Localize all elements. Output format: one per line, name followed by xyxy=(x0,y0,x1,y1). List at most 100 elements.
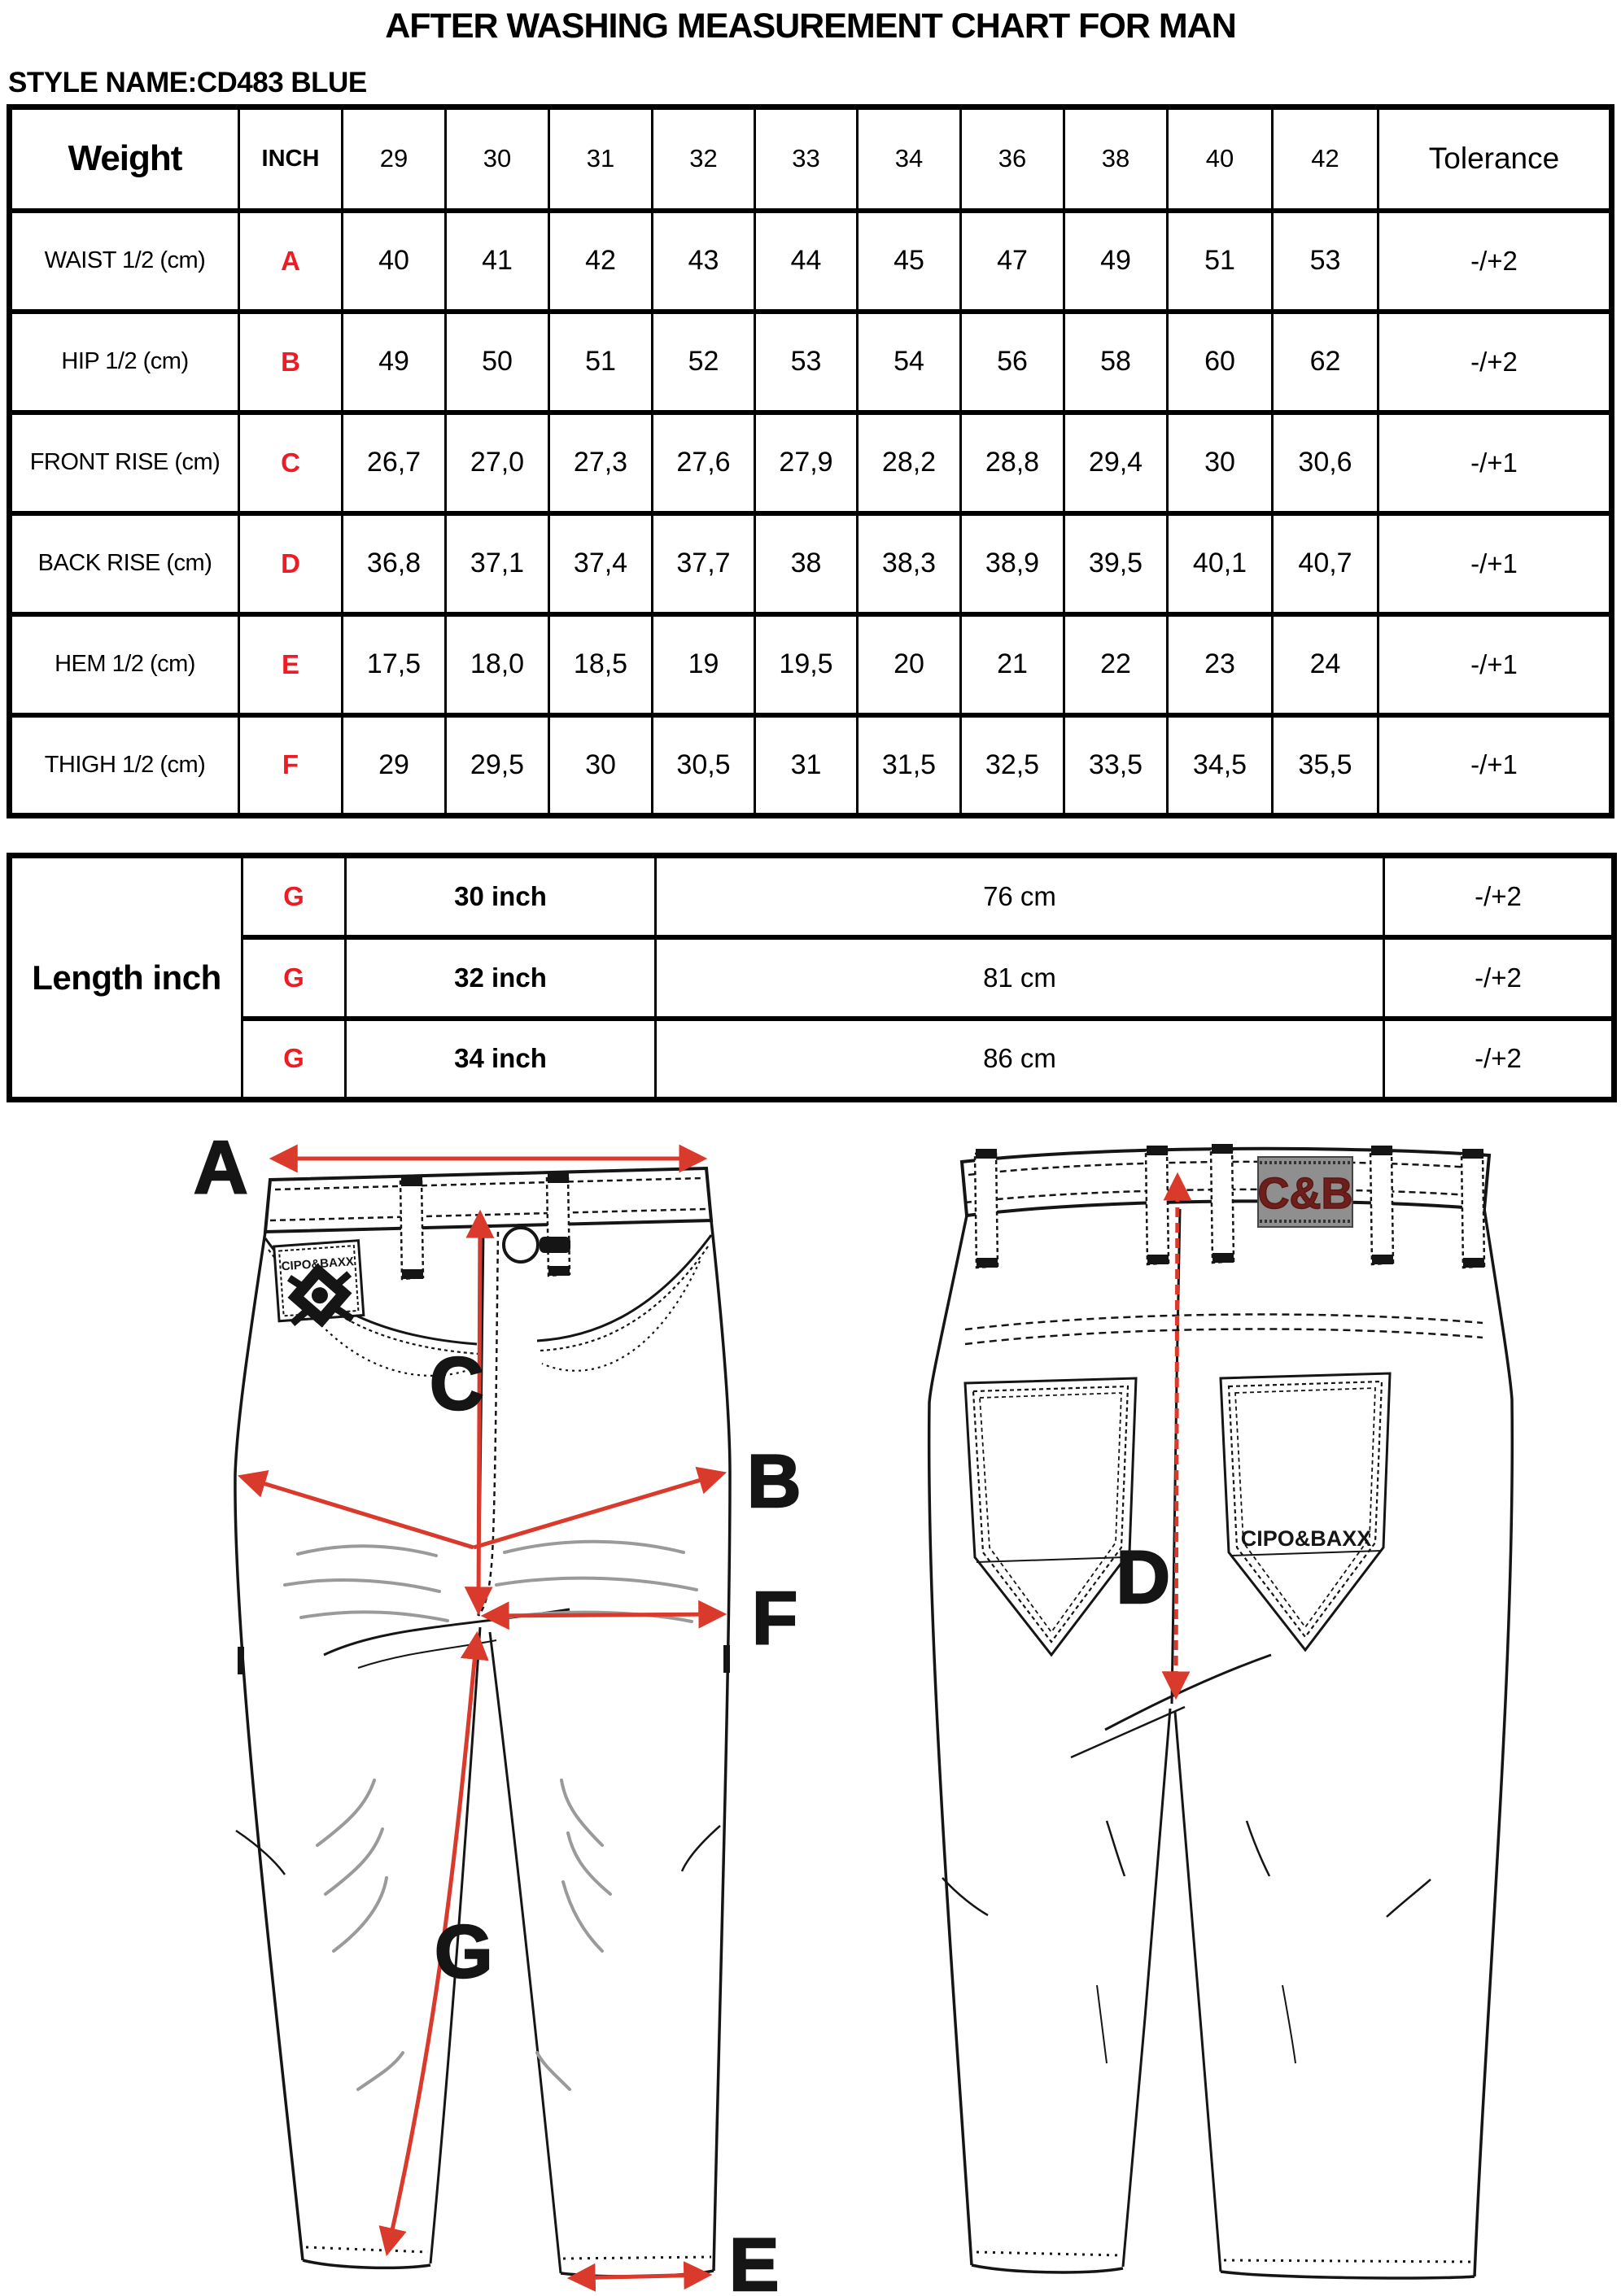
size-cell: 30,5 xyxy=(651,712,756,818)
front-letter-b: B xyxy=(747,1440,801,1523)
row-label: WAIST 1/2 (cm) xyxy=(8,207,240,314)
row-label: FRONT RISE (cm) xyxy=(8,409,240,516)
size-cell: 24 xyxy=(1271,611,1379,718)
size-cell: 30,6 xyxy=(1271,409,1379,516)
size-cell: 19 xyxy=(651,611,756,718)
size-cell: 27,3 xyxy=(548,409,653,516)
size-cell: 40,1 xyxy=(1166,510,1274,617)
size-cell: 33,5 xyxy=(1063,712,1169,818)
table-row-waist: WAIST 1/2 (cm) A 40 41 42 43 44 45 47 49… xyxy=(8,207,1613,314)
size-cell: 35,5 xyxy=(1271,712,1379,818)
size-cell: 27,0 xyxy=(444,409,550,516)
wrinkle-lines xyxy=(283,1539,698,2091)
length-cm-cell: 86 cm xyxy=(654,1015,1385,1102)
row-letter: G xyxy=(241,934,347,1021)
size-cell: 50 xyxy=(444,308,550,415)
crease-line xyxy=(1386,1879,1431,1918)
length-cm-cell: 81 cm xyxy=(654,934,1385,1021)
crease-line xyxy=(942,1877,989,1917)
page-title: AFTER WASHING MEASUREMENT CHART FOR MAN xyxy=(385,7,1237,46)
back-letter-d: D xyxy=(1116,1536,1170,1619)
belt-loop xyxy=(973,1144,1486,1269)
yoke-stitch xyxy=(964,1313,1483,1331)
size-cell: 53 xyxy=(1271,207,1379,314)
size-cell: 51 xyxy=(1166,207,1274,314)
size-cell: 49 xyxy=(1063,207,1169,314)
front-outline: CIPO&BAXX xyxy=(234,1166,732,2278)
size-cell: 40,7 xyxy=(1271,510,1379,617)
tolerance-cell: -/+1 xyxy=(1377,409,1613,516)
crease-line xyxy=(1104,1653,1272,1731)
table-row-hem: HEM 1/2 (cm) E 17,5 18,0 18,5 19 19,5 20… xyxy=(8,611,1613,718)
tolerance-cell: -/+1 xyxy=(1377,510,1613,617)
size-cell: 20 xyxy=(856,611,962,718)
jeans-front-drawing: CIPO&BAXX xyxy=(193,1125,802,2296)
size-cell: 34,5 xyxy=(1166,712,1274,818)
size-cell: 38,9 xyxy=(959,510,1065,617)
size-cell: 58 xyxy=(1063,308,1169,415)
header-size: 42 xyxy=(1271,104,1379,213)
size-cell: 26,7 xyxy=(341,409,447,516)
tolerance-cell: -/+1 xyxy=(1377,712,1613,818)
header-weight: Weight xyxy=(8,104,240,213)
size-cell: 47 xyxy=(959,207,1065,314)
row-letter: A xyxy=(238,207,343,314)
size-cell: 17,5 xyxy=(341,611,447,718)
length-cm-cell: 76 cm xyxy=(654,853,1385,940)
size-cell: 44 xyxy=(754,207,859,314)
crease-line xyxy=(235,1829,286,1875)
jeans-back-diagram: C&B CIPO&BAXX xyxy=(911,1129,1540,2296)
back-pocket-left xyxy=(963,1377,1138,1657)
size-cell: 42 xyxy=(548,207,653,314)
size-cell: 32,5 xyxy=(959,712,1065,818)
size-cell: 29 xyxy=(341,712,447,818)
front-waistband xyxy=(263,1166,714,1234)
size-table-header-row: Weight INCH 29 30 31 32 33 34 36 38 40 4… xyxy=(8,104,1613,213)
measure-arrows-front xyxy=(237,1144,727,2292)
table-row-front-rise: FRONT RISE (cm) C 26,7 27,0 27,3 27,6 27… xyxy=(8,409,1613,516)
tolerance-cell: -/+2 xyxy=(1383,934,1615,1021)
header-size: 30 xyxy=(444,104,550,213)
size-cell: 37,4 xyxy=(548,510,653,617)
size-cell: 62 xyxy=(1271,308,1379,415)
front-letter-g: G xyxy=(435,1910,493,1993)
jeans-back-drawing: C&B CIPO&BAXX xyxy=(927,1144,1514,2280)
header-size: 29 xyxy=(341,104,447,213)
arrow-e-hem xyxy=(566,2261,713,2292)
waistband-stitch xyxy=(274,1176,704,1191)
row-label: HIP 1/2 (cm) xyxy=(8,308,240,415)
crease-line xyxy=(680,1825,721,1872)
arrow-b-hip-right xyxy=(473,1466,727,1550)
seam-mark xyxy=(723,1645,730,1673)
waistband-stitch xyxy=(964,1188,1482,1204)
size-cell: 38 xyxy=(754,510,859,617)
row-letter: G xyxy=(241,853,347,940)
size-cell: 39,5 xyxy=(1063,510,1169,617)
row-letter: G xyxy=(241,1015,347,1102)
size-cell: 19,5 xyxy=(754,611,859,718)
size-cell: 37,1 xyxy=(444,510,550,617)
length-row: Length inch G 30 inch 76 cm -/+2 xyxy=(8,853,1615,1102)
table-row-hip: HIP 1/2 (cm) B 49 50 51 52 53 54 56 58 6… xyxy=(8,308,1613,415)
size-cell: 29,4 xyxy=(1063,409,1169,516)
front-letter-c: C xyxy=(430,1342,483,1425)
header-size: 36 xyxy=(959,104,1065,213)
size-cell: 29,5 xyxy=(444,712,550,818)
cb-waist-label: C&B xyxy=(1257,1156,1353,1228)
length-inch-cell: 30 inch xyxy=(344,853,657,940)
brand-patch: CIPO&BAXX xyxy=(273,1239,365,1328)
crease-line xyxy=(1096,1984,1108,2064)
back-pocket-brand-text: CIPO&BAXX xyxy=(1241,1526,1372,1551)
front-letter-a: A xyxy=(194,1129,247,1209)
size-cell: 38,3 xyxy=(856,510,962,617)
size-cell: 51 xyxy=(548,308,653,415)
size-cell: 36,8 xyxy=(341,510,447,617)
header-size: 34 xyxy=(856,104,962,213)
arrow-g-inseam xyxy=(378,1630,489,2257)
row-label: THIGH 1/2 (cm) xyxy=(8,712,240,818)
patch-brand-text: CIPO&BAXX xyxy=(281,1255,354,1273)
size-cell: 28,8 xyxy=(959,409,1065,516)
row-label: BACK RISE (cm) xyxy=(8,510,240,617)
size-cell: 52 xyxy=(651,308,756,415)
